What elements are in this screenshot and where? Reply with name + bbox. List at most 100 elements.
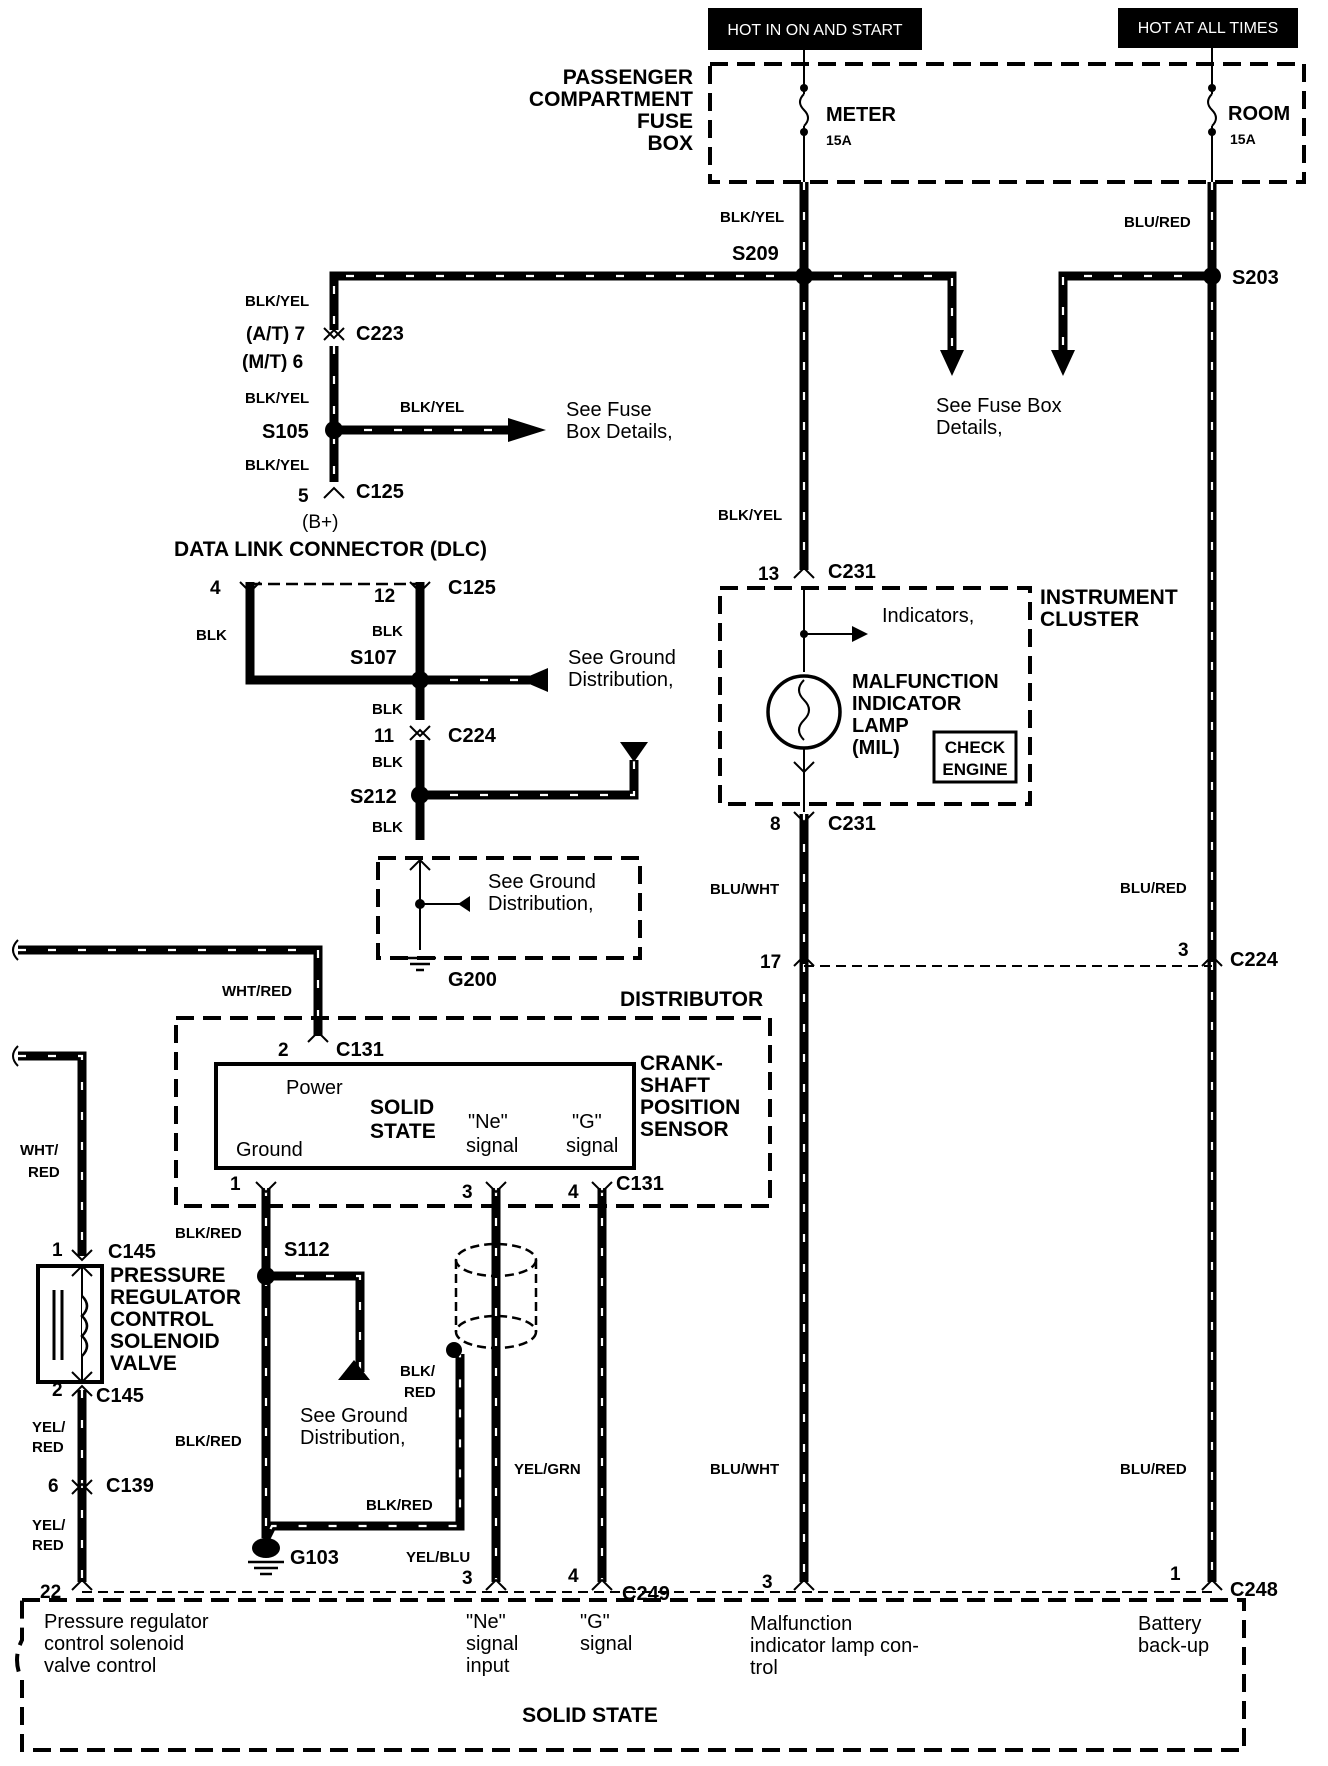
wire-break-icon: [12, 939, 19, 961]
wire-label: BLU/RED: [1120, 880, 1187, 897]
reference-note: See Ground: [300, 1405, 408, 1427]
wire-label: BLK: [372, 701, 403, 718]
wire-label: BLK: [372, 623, 403, 640]
pin-number: 3: [762, 1572, 773, 1593]
ground-symbol-g103: [248, 1538, 284, 1576]
wire-label: YEL/BLU: [406, 1549, 470, 1566]
fuse-box-title: FUSE: [637, 110, 693, 133]
fuse-box-outline: [708, 62, 1306, 184]
pin-number: 3: [462, 1568, 473, 1589]
wire-label: RED: [32, 1439, 64, 1456]
connector-label: C145: [96, 1385, 144, 1407]
ckp-title: SENSOR: [640, 1118, 729, 1141]
ckp-ne-label: signal: [466, 1135, 518, 1157]
shield-drain-dot: [446, 1342, 462, 1358]
connector-label: C224: [448, 725, 497, 747]
wire-label: BLK/YEL: [245, 457, 309, 474]
ecm-terminal-label: Malfunction: [750, 1613, 852, 1635]
cluster-indicators-ref: Indicators,: [882, 605, 974, 627]
wire-label: BLK/: [400, 1363, 436, 1380]
ckp-title: CRANK-: [640, 1052, 723, 1075]
pin-number: (A/T) 7: [246, 324, 305, 345]
wire-label: WHT/RED: [222, 983, 292, 1000]
wire-label: WHT/: [20, 1142, 59, 1159]
ckp-ground-label: Ground: [236, 1139, 303, 1161]
ckp-sensor-box: [214, 1062, 636, 1170]
instrument-cluster-title: CLUSTER: [1040, 608, 1139, 631]
splice-s105: [325, 421, 343, 439]
solenoid-title: SOLENOID: [110, 1330, 220, 1353]
solenoid-title: REGULATOR: [110, 1286, 241, 1309]
reference-note: See Fuse Box: [936, 395, 1062, 417]
ckp-g-label: "G": [572, 1111, 602, 1133]
pin-number: 17: [760, 952, 781, 973]
splice-label: S107: [350, 647, 397, 669]
header-hot-on-start: HOT IN ON AND START: [708, 8, 922, 50]
splice-label: S112: [284, 1239, 330, 1261]
wire-label: BLK/RED: [175, 1433, 242, 1450]
pin-number: 13: [758, 564, 779, 585]
reference-note: See Ground: [488, 871, 596, 893]
ecm-terminal-label: input: [466, 1655, 510, 1677]
pin-number: 8: [770, 814, 781, 835]
dlc-title: DATA LINK CONNECTOR (DLC): [174, 538, 487, 561]
splice-label: S212: [350, 786, 397, 808]
pin-number: 1: [1170, 1564, 1181, 1585]
pin-number: 4: [568, 1182, 579, 1203]
ecm-outline: [15, 1598, 1246, 1752]
meter-fuse: [799, 50, 809, 182]
meter-fuse-name: METER: [826, 104, 897, 126]
ecm-terminal-label: signal: [466, 1633, 518, 1655]
ecm-terminal-label: trol: [750, 1657, 778, 1679]
pin-number: 2: [278, 1040, 289, 1061]
distributor-title: DISTRIBUTOR: [620, 988, 763, 1011]
pin-number: 12: [374, 586, 395, 607]
connector-label: C248: [1230, 1579, 1278, 1601]
connector-label: C231: [828, 561, 876, 583]
connector-label: C125: [356, 481, 404, 503]
instrument-cluster-outline: [718, 586, 1032, 806]
ecm-terminal-label: back-up: [1138, 1635, 1209, 1657]
wire-label: YEL/: [32, 1517, 66, 1534]
connector-label: C231: [828, 813, 876, 835]
wire-label: BLK: [196, 627, 227, 644]
dlc-bplus: (B+): [302, 512, 338, 533]
wire-label: BLK/YEL: [245, 293, 309, 310]
reference-note: Distribution,: [488, 893, 594, 915]
pin-number: 11: [374, 726, 395, 747]
reference-note: Distribution,: [568, 669, 674, 691]
mil-label: MALFUNCTION: [852, 671, 999, 693]
ground-distribution-box: [376, 856, 642, 960]
distributor-outline: [174, 1016, 772, 1208]
reference-note: See Fuse: [566, 399, 652, 421]
wire-label: BLK/YEL: [720, 209, 784, 226]
wire-label: YEL/GRN: [514, 1461, 581, 1478]
wire-label: BLK/YEL: [245, 390, 309, 407]
pin-number: 1: [52, 1240, 63, 1261]
wire-label: BLU/WHT: [710, 1461, 779, 1478]
connector-label: C139: [106, 1475, 154, 1497]
instrument-cluster-title: INSTRUMENT: [1040, 586, 1178, 609]
ckp-ne-label: "Ne": [468, 1111, 508, 1133]
connector-label: C125: [448, 577, 496, 599]
wire-break-icon: [12, 1045, 19, 1067]
connector-label: C145: [108, 1241, 156, 1263]
ecm-terminal-label: valve control: [44, 1655, 156, 1677]
pin-number: 22: [40, 1582, 61, 1603]
wire-label: RED: [404, 1384, 436, 1401]
connector-label: C131: [616, 1173, 664, 1195]
solenoid-valve-symbol: [52, 1264, 93, 1384]
pin-number: 1: [230, 1174, 241, 1195]
wire-label: BLU/RED: [1120, 1461, 1187, 1478]
wire-label: RED: [28, 1164, 60, 1181]
pin-number: 4: [210, 578, 221, 599]
mil-label: LAMP: [852, 715, 909, 737]
mil-label: INDICATOR: [852, 693, 962, 715]
check-engine-label: ENGINE: [942, 760, 1007, 779]
wire-label: BLK/YEL: [400, 399, 464, 416]
wire-label: YEL/: [32, 1419, 66, 1436]
reference-note: Details,: [936, 417, 1003, 439]
cluster-internal-wiring: [766, 590, 868, 812]
wire-label: BLK: [372, 819, 403, 836]
wire-label: BLK: [372, 754, 403, 771]
